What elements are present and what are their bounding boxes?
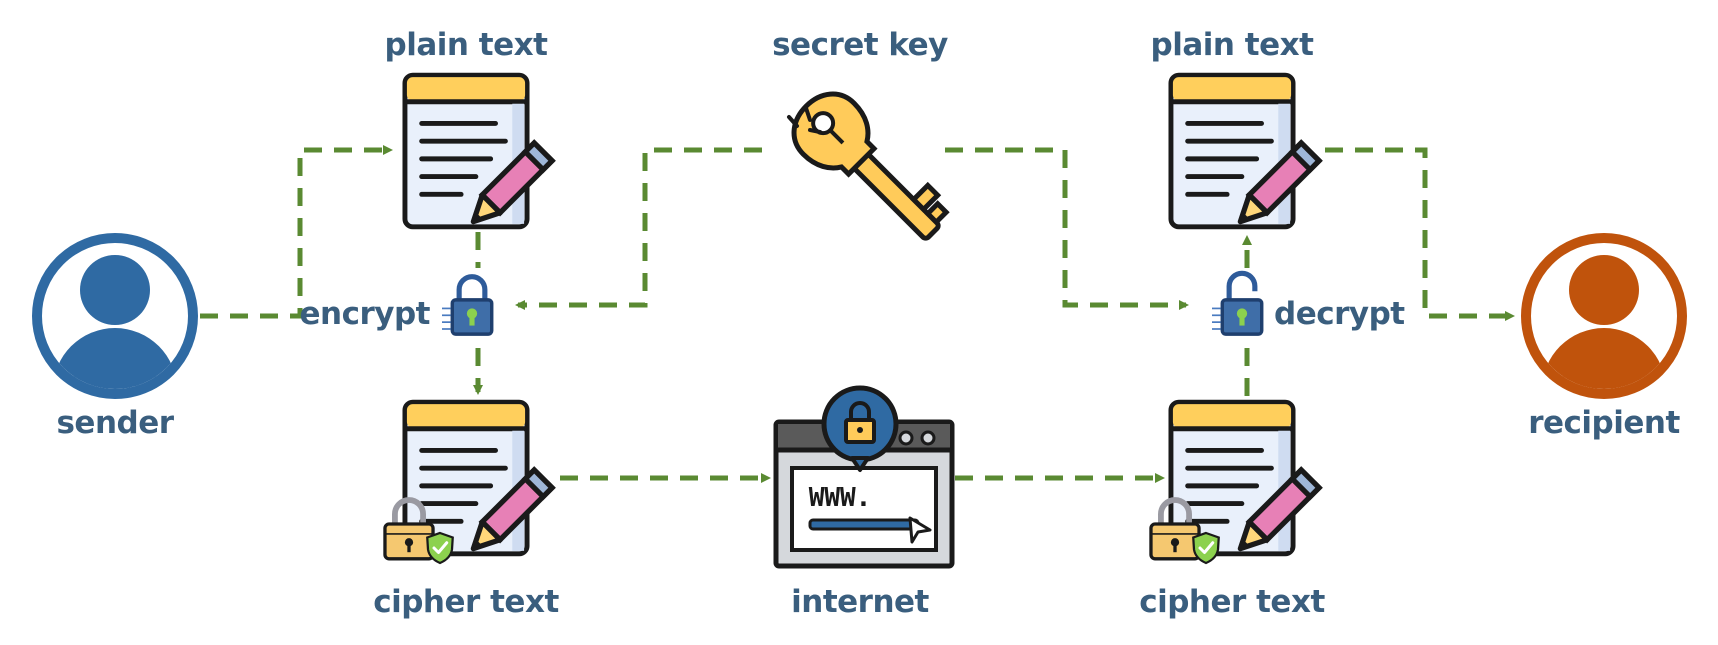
key-icon	[787, 91, 950, 241]
label-plain-text-left: plain text	[384, 27, 548, 63]
document-icon-plain-left	[405, 75, 552, 230]
label-cipher-text-right: cipher text	[1139, 584, 1325, 620]
recipient-icon	[1521, 233, 1687, 399]
padlock-open-icon	[1207, 273, 1262, 334]
label-decrypt: decrypt	[1274, 296, 1405, 332]
browser-lock-icon: WWW.	[773, 385, 955, 569]
label-sender: sender	[56, 405, 174, 441]
label-secret-key: secret key	[772, 27, 948, 63]
document-icon-cipher-right	[1151, 402, 1319, 565]
arrow-plaintext-to-recipient	[1325, 147, 1515, 321]
document-icon-plain-right	[1171, 75, 1319, 230]
www-text: WWW.	[809, 483, 872, 513]
document-icon-cipher-left	[385, 402, 552, 565]
arrows	[200, 145, 1515, 483]
label-plain-text-right: plain text	[1150, 27, 1314, 63]
label-internet: internet	[791, 584, 929, 620]
label-recipient: recipient	[1528, 405, 1680, 441]
arrow-key-to-encrypt	[515, 147, 762, 310]
padlock-closed-icon	[437, 277, 492, 334]
arrow-key-to-decrypt	[945, 147, 1189, 310]
label-cipher-text-left: cipher text	[373, 584, 559, 620]
label-encrypt: encrypt	[299, 296, 431, 332]
sender-icon	[32, 233, 198, 399]
arrow-sender-to-encrypt	[200, 145, 393, 319]
